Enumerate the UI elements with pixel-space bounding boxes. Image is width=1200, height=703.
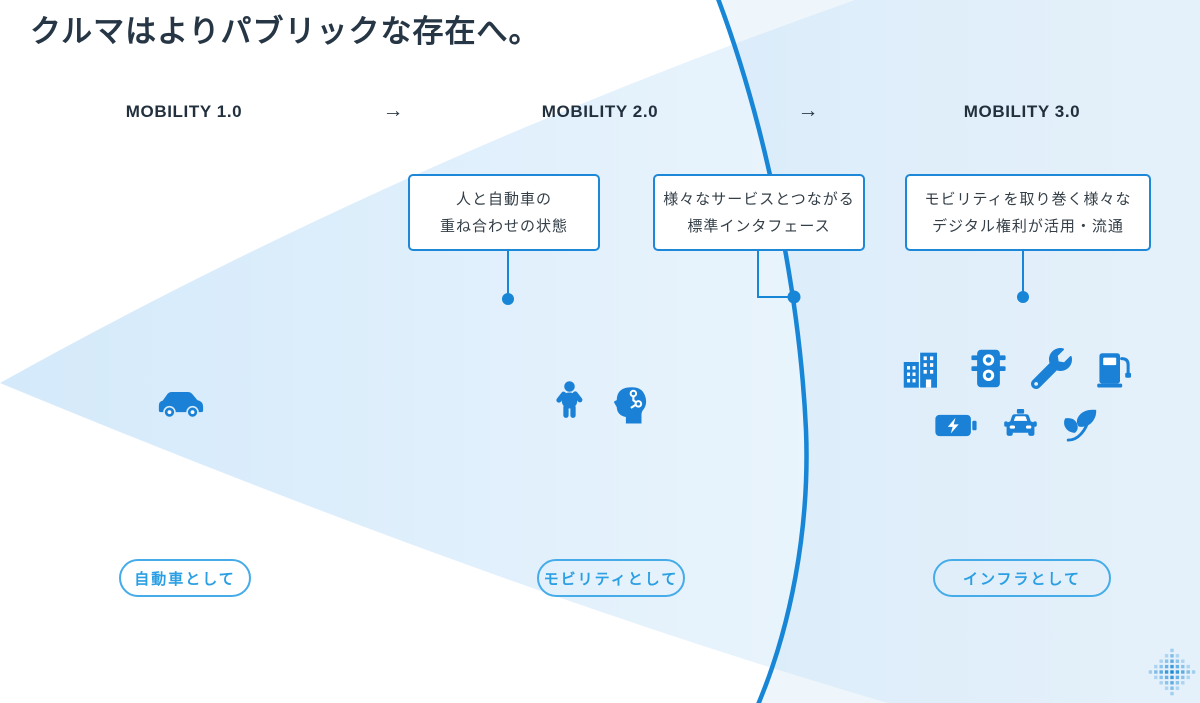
arrow-2-to-3: →: [797, 99, 819, 122]
stage-pill-as-infrastructure: インフラとして: [933, 559, 1111, 597]
person-icon: [556, 381, 583, 418]
stage-header-mobility-2: MOBILITY 2.0: [541, 102, 659, 121]
buildings-icon: [903, 352, 937, 388]
callout-1-line-2: 重ね合わせの状態: [439, 217, 568, 235]
stage-header-mobility-1: MOBILITY 1.0: [125, 102, 243, 121]
traffic-light-icon: [971, 349, 1006, 388]
callout-3-line-2: デジタル権利が活用・流通: [932, 217, 1124, 235]
callout-2-line-2: 標準インタフェース: [687, 217, 831, 235]
connector-dot-1: [502, 293, 514, 305]
ai-head-icon: [614, 387, 647, 424]
page-title: クルマはよりパブリックな存在へ。: [30, 14, 541, 49]
callout-3-line-1: モビリティを取り巻く様々な: [924, 190, 1132, 208]
halftone-dots-logo: [1148, 648, 1196, 696]
stage-pill-as-mobility: モビリティとして: [537, 559, 685, 597]
arrow-1-to-2: →: [382, 99, 404, 122]
callout-1-line-1: 人と自動車の: [455, 190, 552, 208]
car-side-icon: [158, 391, 204, 417]
stage-header-mobility-3: MOBILITY 3.0: [963, 102, 1081, 121]
leaf-eco-icon: [1064, 409, 1097, 442]
connector-dot-2: [787, 290, 801, 304]
callout-box-1: 人と自動車の 重ね合わせの状態: [408, 174, 600, 251]
wrench-icon: [1031, 348, 1072, 389]
callout-box-2: 様々なサービスとつながる 標準インタフェース: [653, 174, 865, 251]
callout-box-3: モビリティを取り巻く様々な デジタル権利が活用・流通: [905, 174, 1151, 251]
stage-pill-as-car: 自動車として: [119, 559, 251, 597]
connector-dot-3: [1017, 291, 1029, 303]
battery-charging-icon: [935, 414, 977, 437]
connector-line-2: [757, 251, 792, 298]
taxi-icon: [1004, 409, 1037, 436]
fuel-pump-icon: [1097, 353, 1132, 388]
callout-2-line-1: 様々なサービスとつながる: [663, 190, 855, 208]
arc-line: [716, 0, 809, 703]
